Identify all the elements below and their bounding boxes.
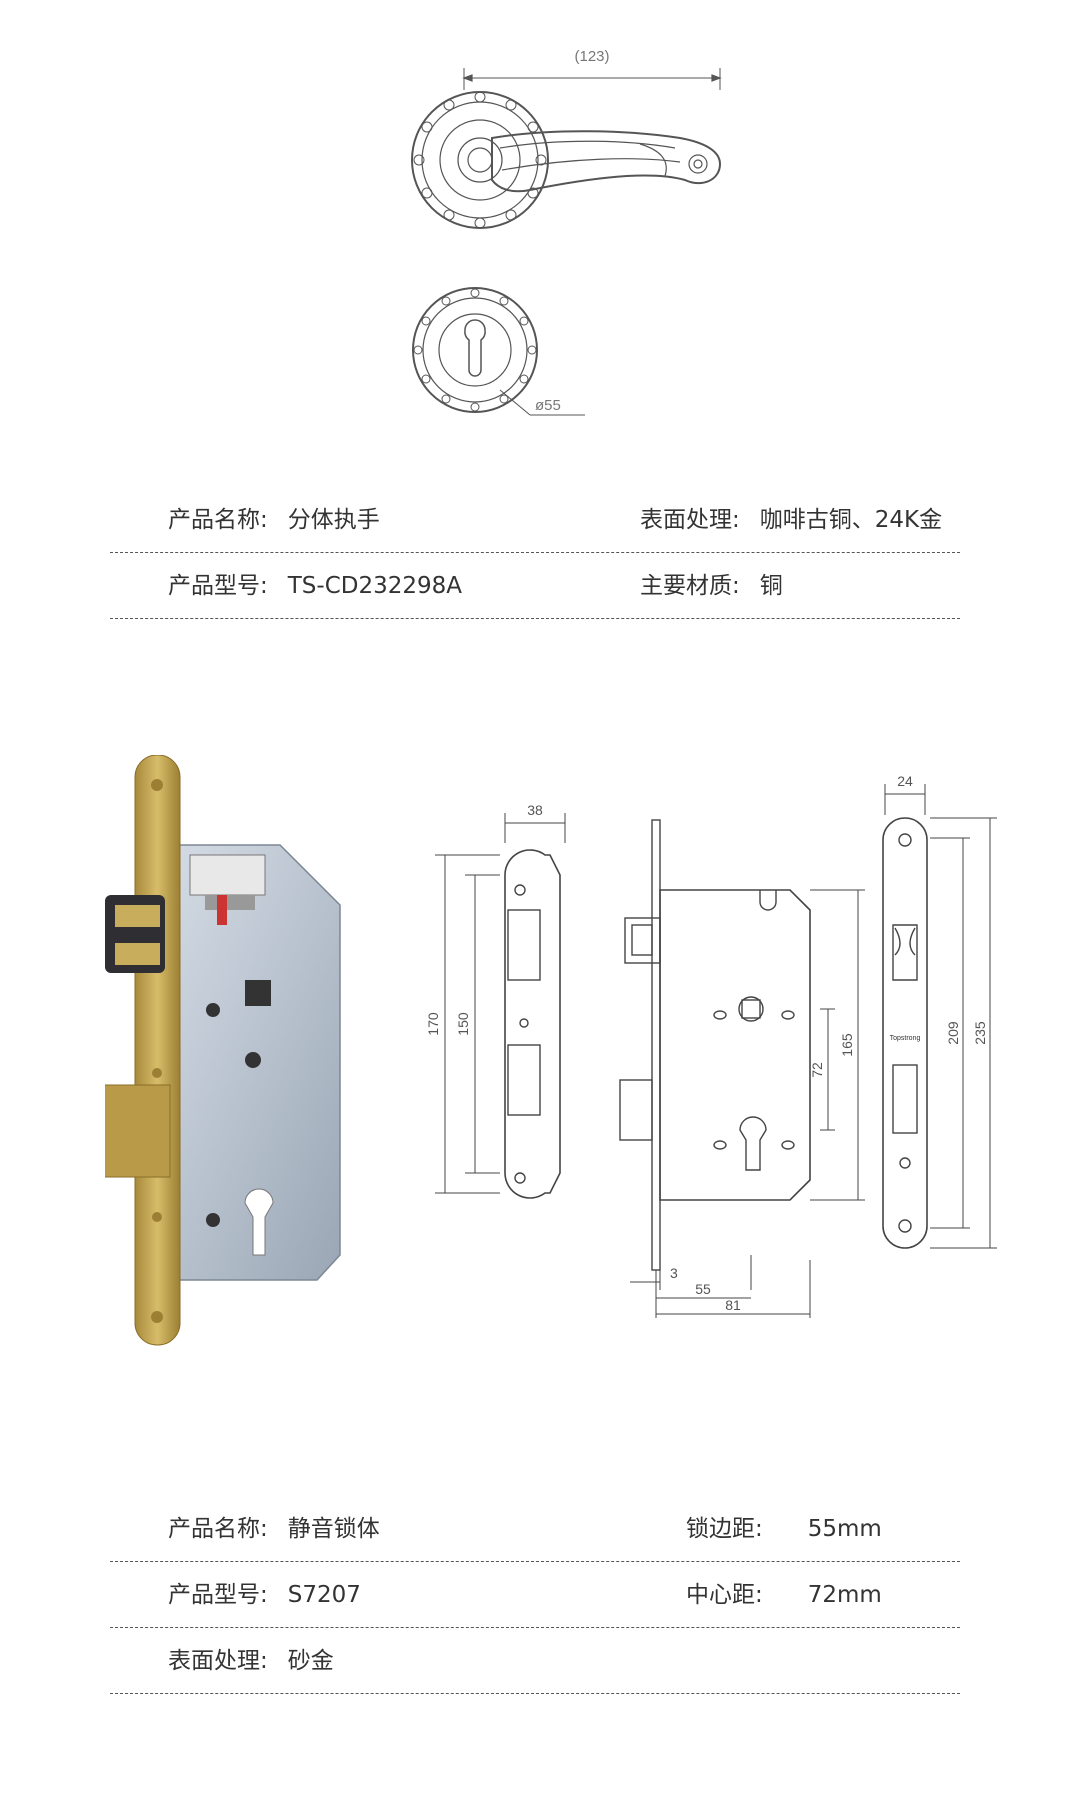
dashed-divider (110, 1627, 960, 1628)
strike-width-dim: 38 (527, 802, 543, 818)
dashed-divider (110, 1693, 960, 1694)
front-inner-height-dim: 209 (945, 1021, 961, 1045)
front-faceplate-drawing: 24 Topstrong 209 235 (882, 773, 997, 1249)
backset-spec: 锁边距: 55mm (686, 1496, 882, 1562)
lock-surface-finish: 表面处理: 砂金 (168, 1628, 334, 1694)
lock-product-model: 产品型号: S7207 (168, 1562, 361, 1628)
product-model-value: TS-CD232298A (287, 573, 463, 599)
lock-surface-finish-label: 表面处理: (168, 1648, 268, 1674)
backset-label: 锁边距: (686, 1516, 763, 1542)
lock-product-model-label: 产品型号: (168, 1582, 268, 1608)
product-name-label: 产品名称: (168, 507, 268, 533)
brand-mark: Topstrong (890, 1035, 921, 1042)
lock-product-name-label: 产品名称: (168, 1516, 268, 1542)
product-name-value: 分体执手 (287, 507, 380, 533)
handle-spec-row-2: 产品型号: TS-CD232298A 主要材质: 铜 (110, 553, 960, 619)
strike-plate-drawing: 38 170 150 (425, 802, 566, 1199)
main-material-value: 铜 (759, 573, 783, 599)
backset-value: 55mm (807, 1516, 882, 1542)
center-distance-dim: 72 (809, 1062, 825, 1078)
strike-inner-height-dim: 150 (455, 1012, 471, 1036)
main-material-label: 主要材质: (640, 573, 740, 599)
handle-spec-row-1: 产品名称: 分体执手 表面处理: 咖啡古铜、24K金 (110, 487, 960, 553)
strike-outer-height-dim: 170 (425, 1012, 441, 1036)
center-distance-spec: 中心距: 72mm (686, 1562, 882, 1628)
surface-finish-value: 咖啡古铜、24K金 (759, 507, 943, 533)
surface-finish: 表面处理: 咖啡古铜、24K金 (640, 487, 942, 553)
center-distance-label: 中心距: (686, 1582, 763, 1608)
product-model: 产品型号: TS-CD232298A (168, 553, 462, 619)
surface-finish-label: 表面处理: (640, 507, 740, 533)
lock-spec-row-1: 产品名称: 静音锁体 锁边距: 55mm (110, 1496, 960, 1562)
rose-diameter-dim: ø55 (535, 397, 561, 414)
main-material: 主要材质: 铜 (640, 553, 783, 619)
backset-dim: 55 (695, 1281, 711, 1297)
lock-spec-row-3: 表面处理: 砂金 (110, 1628, 960, 1694)
dashed-divider (110, 618, 960, 619)
front-width-dim: 24 (897, 773, 913, 789)
lock-spec-row-2: 产品型号: S7207 中心距: 72mm (110, 1562, 960, 1628)
lock-product-name: 产品名称: 静音锁体 (168, 1496, 380, 1562)
center-distance-value: 72mm (807, 1582, 882, 1608)
dashed-divider (110, 552, 960, 553)
lock-product-name-value: 静音锁体 (287, 1516, 380, 1542)
product-name: 产品名称: 分体执手 (168, 487, 380, 553)
lock-surface-finish-value: 砂金 (287, 1648, 334, 1674)
dashed-divider (110, 1561, 960, 1562)
backset-offset-dim: 3 (670, 1265, 678, 1281)
front-outer-height-dim: 235 (972, 1021, 988, 1045)
handle-width-dim: (123) (574, 48, 609, 65)
handle-drawing: (123) ø55 (411, 48, 722, 416)
lock-body-drawing: 72 165 3 55 81 (619, 819, 865, 1318)
product-model-label: 产品型号: (168, 573, 268, 599)
lock-body-photo (105, 755, 341, 1346)
body-depth-dim: 81 (725, 1297, 741, 1313)
lock-product-model-value: S7207 (287, 1582, 361, 1608)
body-height-dim: 165 (839, 1033, 855, 1057)
